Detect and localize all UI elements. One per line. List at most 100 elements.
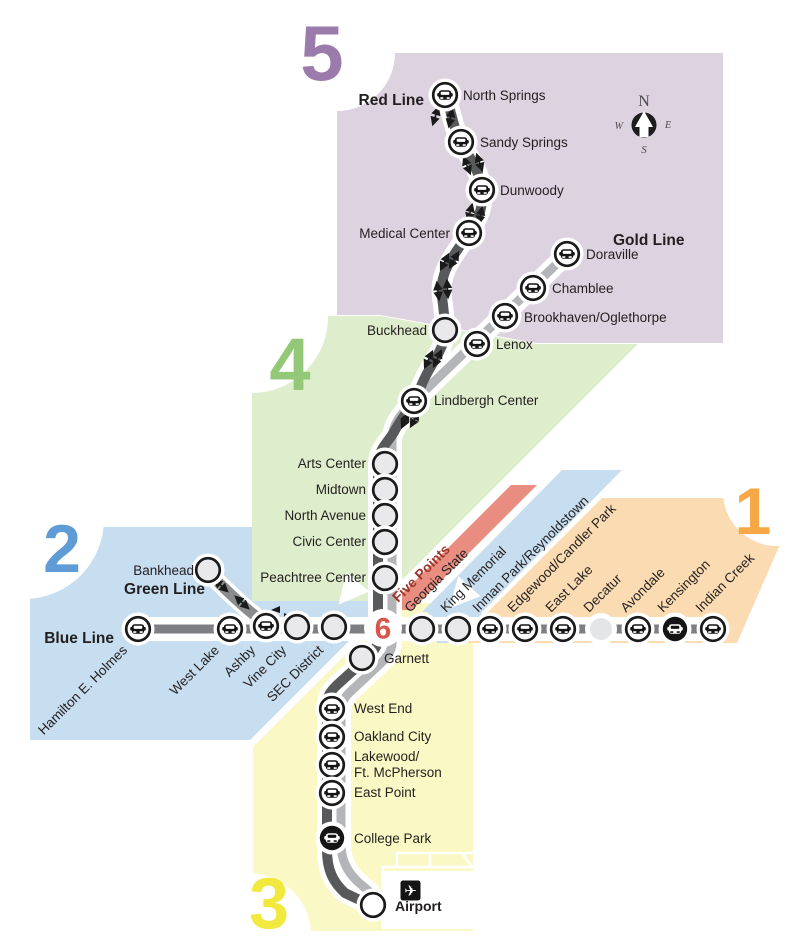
- label-bankhead: Bankhead: [133, 563, 194, 578]
- label-oakland-city: Oakland City: [354, 729, 432, 744]
- compass-south: S: [641, 144, 647, 156]
- parking-car-icon: [222, 624, 238, 634]
- label-civic-center: Civic Center: [292, 534, 366, 549]
- gold-line-label: Gold Line: [613, 232, 685, 249]
- parking-car-icon: [453, 137, 469, 147]
- label-north-springs: North Springs: [463, 88, 546, 103]
- station-brookhaven: [488, 299, 522, 333]
- station-arts-center: [368, 447, 402, 481]
- parking-car-icon: [630, 624, 646, 634]
- zone-5-notch: [279, 0, 395, 111]
- label-brookhaven: Brookhaven/Oglethorpe: [524, 310, 667, 325]
- station-north-springs: [428, 78, 462, 112]
- zone-2-notch: [0, 439, 104, 599]
- parking-car-icon: [258, 621, 274, 631]
- station-vine-city: [280, 610, 314, 644]
- label-lenox: Lenox: [496, 337, 533, 352]
- parking-car-icon: [130, 624, 146, 634]
- station-kensington: [658, 612, 692, 646]
- zone-4-region: [252, 316, 638, 601]
- parking-car-icon: [705, 624, 721, 634]
- parking-car-icon: [667, 624, 683, 634]
- label-college-park: College Park: [354, 831, 432, 846]
- parking-car-icon: [555, 624, 571, 634]
- red-line-label: Red Line: [359, 92, 425, 109]
- station-medical-center: [452, 216, 486, 250]
- station-chamblee: [516, 271, 550, 305]
- station-sec-district: [317, 610, 351, 644]
- station-oakland-city: [315, 720, 349, 754]
- zone-2-number: 2: [43, 511, 81, 587]
- parking-car-icon: [474, 185, 490, 195]
- station-edgewood: [508, 612, 542, 646]
- label-sandy-springs: Sandy Springs: [480, 135, 568, 150]
- label-lakewood-1: Lakewood/: [354, 749, 420, 764]
- compass-rose: N W E S: [615, 93, 671, 156]
- transfer-arrows: [338, 572, 481, 609]
- label-chamblee: Chamblee: [552, 281, 614, 296]
- station-indian-creek: [696, 612, 730, 646]
- label-lindbergh-center: Lindbergh Center: [434, 393, 539, 408]
- station-doraville: [550, 237, 584, 271]
- zone-6-number: 6: [375, 613, 392, 646]
- station-civic-center: [368, 525, 402, 559]
- parking-car-icon: [482, 624, 498, 634]
- blue-line-label: Blue Line: [44, 630, 114, 647]
- parking-car-icon: [525, 283, 541, 293]
- station-buckhead: [428, 313, 462, 347]
- station-lenox: [460, 327, 494, 361]
- station-inman-park: [473, 612, 507, 646]
- label-garnett: Garnett: [384, 651, 429, 666]
- parking-car-icon: [324, 760, 340, 770]
- station-hamilton-holmes: [121, 612, 155, 646]
- parking-car-icon: [437, 90, 453, 100]
- station-avondale: [621, 612, 655, 646]
- parking-car-icon: [517, 624, 533, 634]
- station-lindbergh-center: [397, 384, 431, 418]
- station-airport: [356, 888, 390, 922]
- parking-car-icon: [469, 339, 485, 349]
- green-line-label: Green Line: [124, 581, 205, 598]
- label-airport: Airport: [395, 898, 442, 914]
- parking-car-icon: [461, 228, 477, 238]
- station-east-lake: [546, 612, 580, 646]
- station-west-end: [315, 692, 349, 726]
- airport-icon: ✈: [400, 880, 421, 901]
- zone-5-number: 5: [300, 9, 343, 97]
- label-east-point: East Point: [354, 785, 416, 800]
- station-east-point: [315, 776, 349, 810]
- label-north-avenue: North Avenue: [284, 508, 366, 523]
- zone-4-notch: [176, 241, 328, 393]
- parking-car-icon: [324, 788, 340, 798]
- station-north-avenue: [368, 499, 402, 533]
- station-garnett: [345, 641, 379, 675]
- station-west-lake: [213, 612, 247, 646]
- zone-3-region: [253, 603, 473, 931]
- station-five-points: 6: [364, 609, 402, 647]
- parking-car-icon: [406, 396, 422, 406]
- label-midtown: Midtown: [316, 482, 366, 497]
- station-georgia-state: [405, 612, 439, 646]
- compass-arrow: [635, 111, 653, 137]
- label-medical-center: Medical Center: [359, 226, 450, 241]
- label-dunwoody: Dunwoody: [500, 183, 564, 198]
- parking-car-icon: [497, 311, 513, 321]
- compass-east: E: [664, 120, 671, 131]
- zone-1-number: 1: [735, 474, 772, 548]
- station-sandy-springs: [444, 125, 478, 159]
- station-ashby: [249, 609, 283, 643]
- airplane-icon: ✈: [404, 883, 417, 900]
- station-king-memorial: [441, 612, 475, 646]
- zone-3-notch: [187, 873, 311, 941]
- parking-car-icon: [324, 833, 340, 843]
- compass-north: N: [638, 93, 650, 110]
- station-lakewood: [315, 748, 349, 782]
- label-lakewood-2: Ft. McPherson: [354, 765, 442, 780]
- compass-west: W: [615, 121, 625, 132]
- label-buckhead: Buckhead: [367, 323, 427, 338]
- label-doraville: Doraville: [586, 247, 639, 262]
- station-dunwoody: [465, 173, 499, 207]
- label-peachtree-center: Peachtree Center: [260, 570, 366, 585]
- zone-4-number: 4: [269, 323, 310, 406]
